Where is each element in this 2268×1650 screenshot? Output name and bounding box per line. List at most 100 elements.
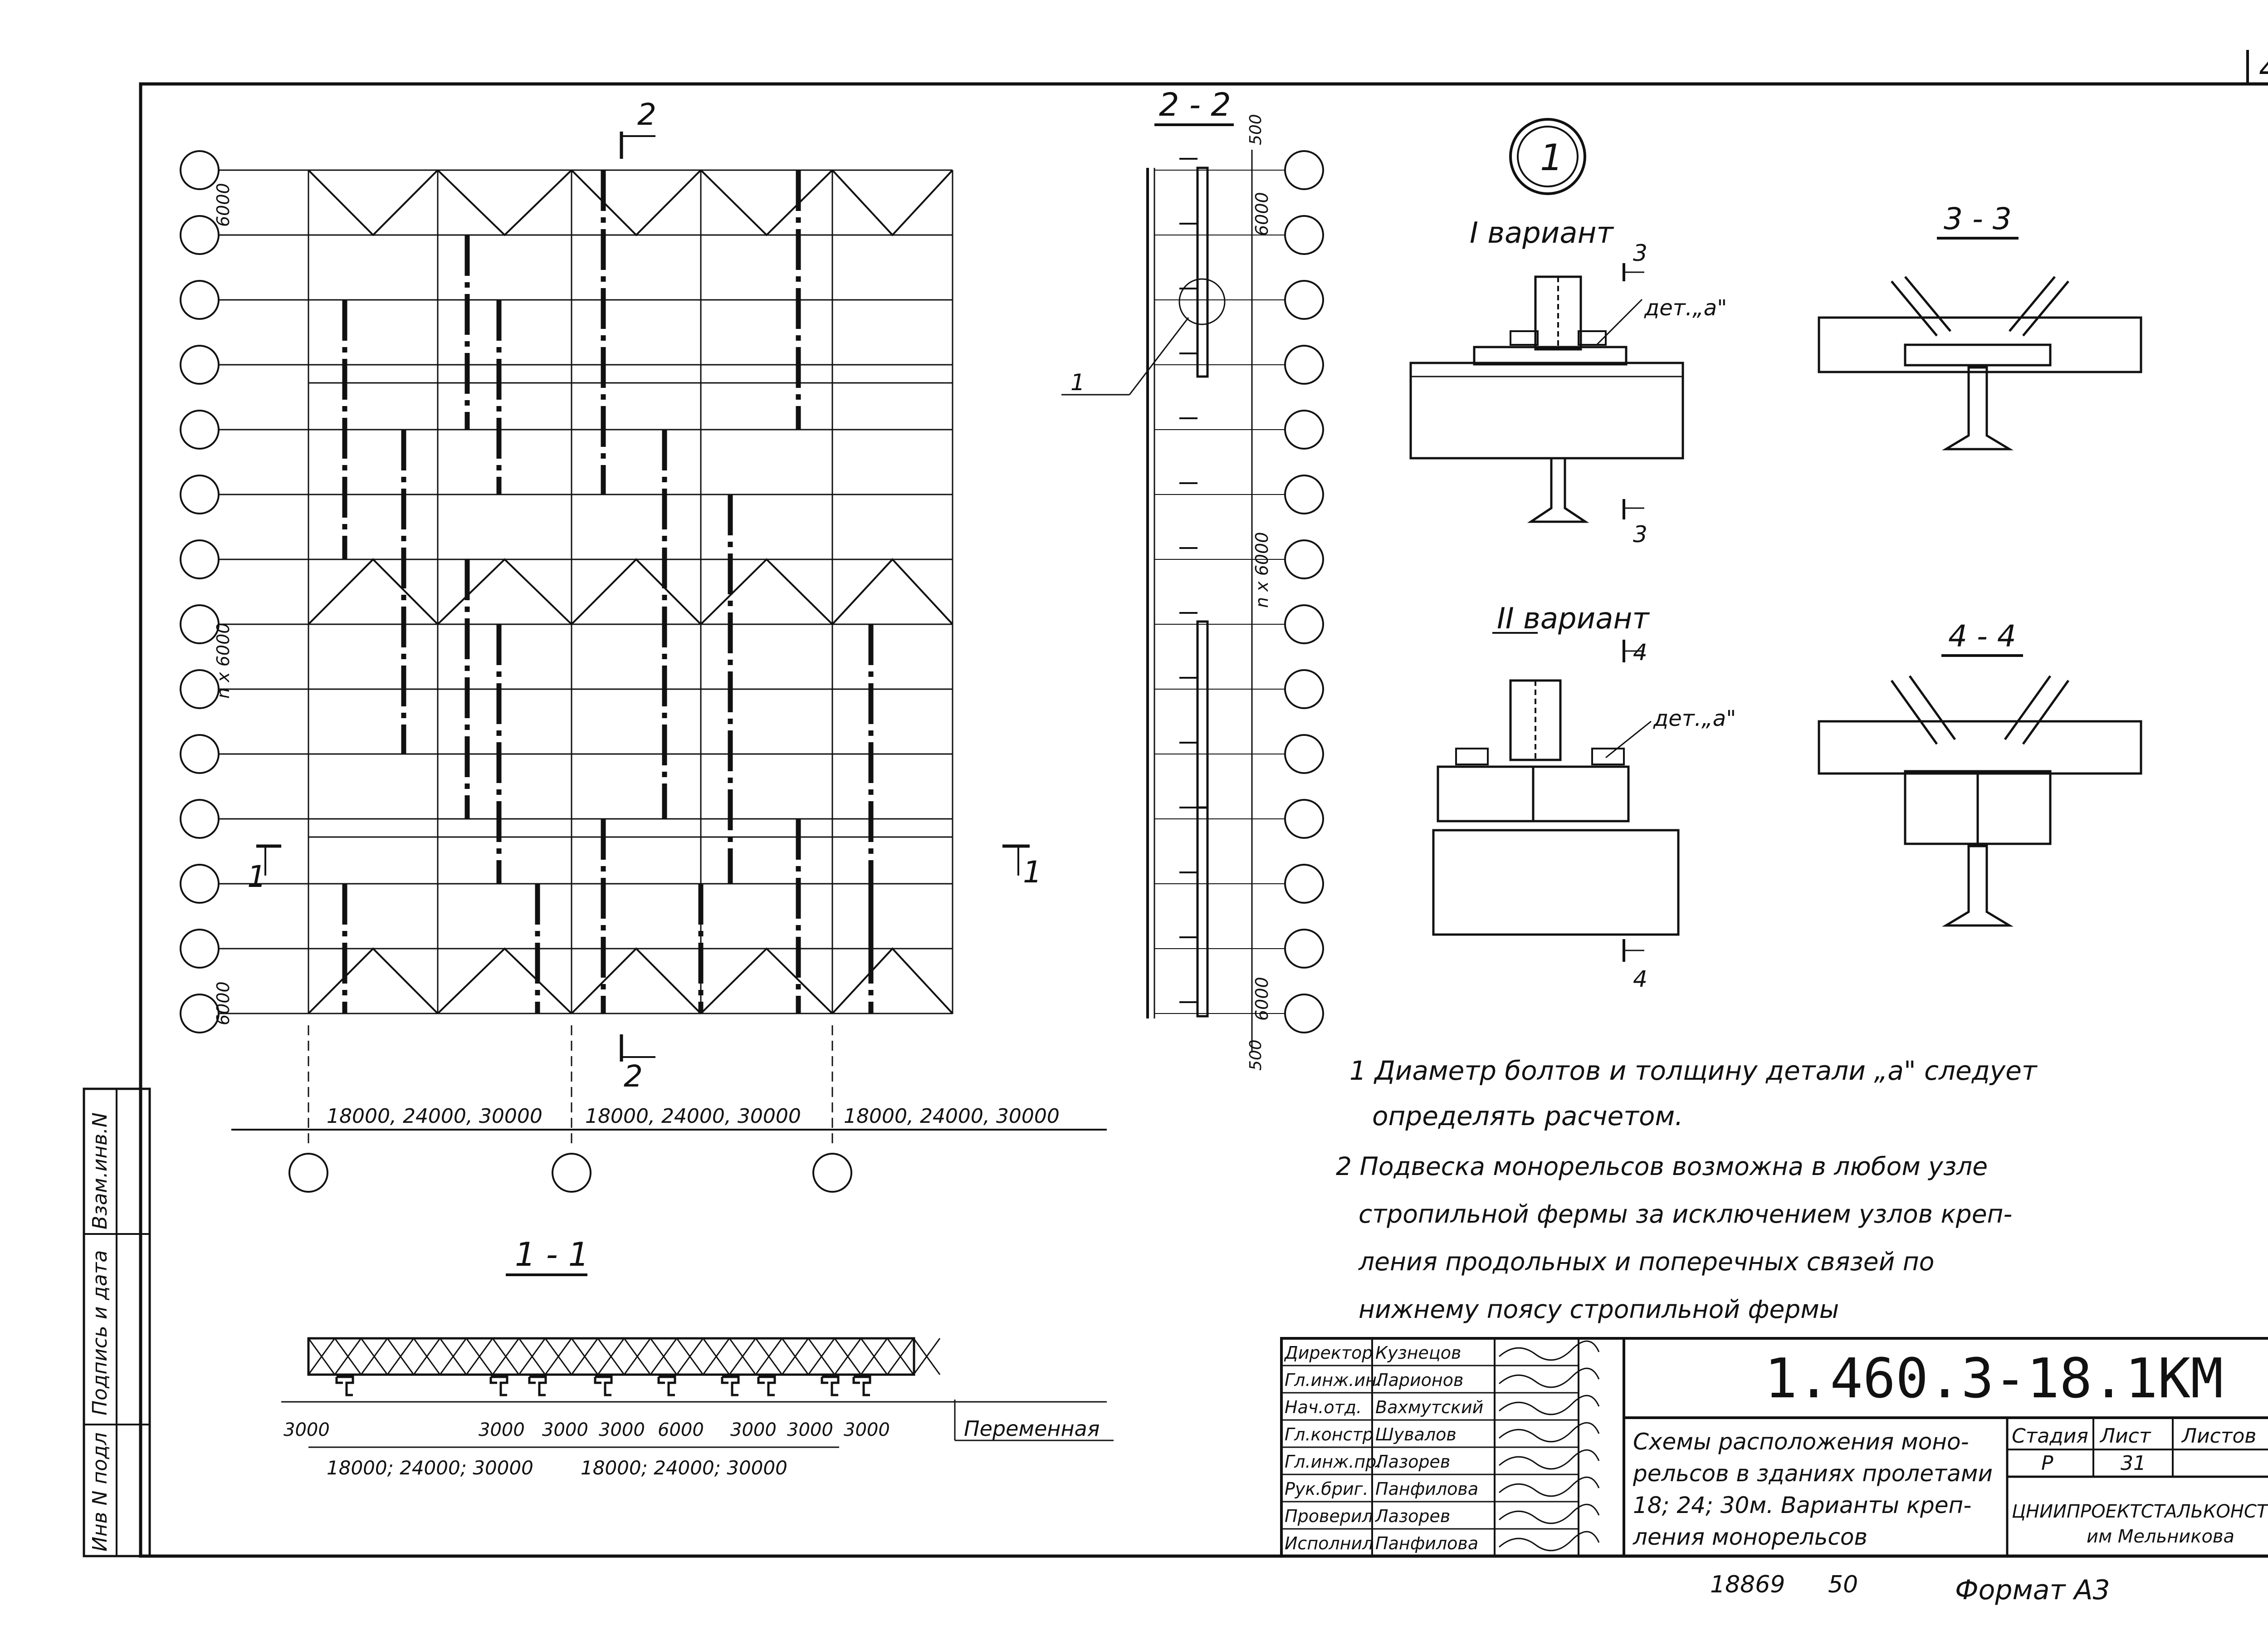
format-label: Формат А3 — [1955, 1574, 2110, 1606]
plan-bracing — [831, 169, 953, 236]
axis-markers-right — [1154, 150, 1324, 1033]
stage-value: Р — [2041, 1452, 2053, 1475]
side-stamp-replace: Взам.инв.N — [88, 1112, 112, 1229]
plan-bracing — [831, 558, 953, 625]
sec11-monorail — [489, 1376, 508, 1396]
detail-node-1: 1 I вариант дет.„а" 3 3 3 - 3 II вариант — [1409, 118, 2142, 992]
sec22-dim-6000-top: 6000 — [1252, 192, 1272, 236]
axis-circle-left — [180, 864, 220, 904]
section-3-3-title: 3 - 3 — [1944, 201, 2012, 236]
truss-diagonal — [728, 1338, 757, 1375]
detail-node-mark: 1 — [1540, 137, 1563, 179]
sec11-dim-3000-c: 3000 — [542, 1420, 588, 1440]
plan-top-dim: 6000 — [213, 183, 233, 227]
side-stamp-signature: Подпись и дата — [88, 1250, 112, 1415]
signature-role: Исполнил — [1285, 1533, 1374, 1553]
axis-circle-left — [180, 410, 220, 450]
truss-diagonal — [886, 1338, 914, 1375]
roof-plan: 6000 n x 6000 6000 2 2 1 1 18000, 24000,… — [180, 97, 1107, 1193]
section-4-4-title: 4 - 4 — [1948, 619, 2016, 654]
truss-diagonal — [702, 1338, 730, 1375]
signature-role: Нач.отд. — [1285, 1397, 1362, 1417]
sec11-dim-6000: 6000 — [658, 1420, 704, 1440]
signature-name: Панфилова — [1375, 1479, 1478, 1499]
axis-circle-right — [1284, 669, 1324, 709]
plan-bracing — [700, 947, 833, 1014]
sheet-value: 31 — [2121, 1452, 2146, 1475]
sec11-monorail — [721, 1376, 740, 1396]
axis-circle-right — [1284, 410, 1324, 450]
signature-scribble — [1499, 1340, 1600, 1361]
section-2-2: 2 - 2 500 6000 n x 6000 6000 500 1 — [1061, 86, 1324, 1071]
plan-cut-2-bottom: 2 — [624, 1059, 643, 1094]
truss-diagonal — [386, 1338, 415, 1375]
stage-header: Стадия — [2012, 1425, 2088, 1448]
cut-4-bottom: 4 — [1633, 966, 1647, 992]
truss-diagonal — [413, 1338, 441, 1375]
note-line-6: нижнему поясу стропильной фермы — [1359, 1295, 1839, 1324]
axis-circle-left — [180, 345, 220, 385]
signature-role: Гл.инж.пр. — [1285, 1452, 1382, 1472]
truss-diagonal — [676, 1338, 704, 1375]
signature-scribble — [1499, 1422, 1600, 1443]
truss-diagonal — [755, 1338, 783, 1375]
sec11-monorail — [757, 1376, 776, 1396]
plan-bracing — [308, 558, 439, 625]
signature-name: Лазорев — [1374, 1452, 1450, 1472]
signature-name: Ларионов — [1374, 1370, 1463, 1390]
plan-bracing — [308, 169, 439, 236]
axis-circle-left — [180, 799, 220, 839]
section-1-1: 1 - 1 3000 3000 3000 3000 6000 3000 3000… — [281, 1235, 1114, 1479]
truss-diagonal — [781, 1338, 809, 1375]
plan-bottom-dim: 6000 — [213, 981, 233, 1025]
signature-name: Лазорев — [1374, 1506, 1450, 1526]
signature-role: Гл.инж.ин. — [1285, 1370, 1382, 1390]
plan-mid-dim: n x 6000 — [213, 623, 233, 699]
sec11-span-2: 18000; 24000; 30000 — [581, 1457, 787, 1479]
axis-circle-left — [180, 475, 220, 514]
truss-diagonal — [623, 1338, 651, 1375]
notes: 1 Диаметр болтов и толщину детали „а" сл… — [1336, 1055, 2038, 1324]
signature-name: Шувалов — [1375, 1425, 1457, 1444]
truss-diagonal — [834, 1338, 862, 1375]
axis-circle-right — [1284, 734, 1324, 774]
variant-2-label: II вариант — [1497, 602, 1650, 636]
signature-role: Гл.констр — [1285, 1425, 1374, 1444]
sec11-monorail — [852, 1376, 871, 1396]
axis-circle-right — [1284, 994, 1324, 1033]
bottom-number: 18869 — [1710, 1571, 1785, 1598]
plan-bracing — [571, 169, 702, 236]
truss-diagonal — [334, 1338, 362, 1375]
side-stamp: Инв N подл Подпись и дата Взам.инв.N — [83, 1087, 151, 1557]
truss-diagonal — [860, 1338, 888, 1375]
note-line-2: определять расчетом. — [1372, 1101, 1683, 1131]
doc-code: 1.460.3-18.1КМ — [1765, 1347, 2223, 1410]
sec22-dim-n6000: n x 6000 — [1252, 532, 1272, 608]
axis-circle-right — [1284, 604, 1324, 644]
title-line-3: 18; 24; 30м. Варианты креп- — [1633, 1492, 1971, 1518]
truss-diagonal — [807, 1338, 836, 1375]
truss-diagonal — [597, 1338, 625, 1375]
note-line-4: стропильной фермы за исключением узлов к… — [1359, 1200, 2012, 1229]
sec22-callout: 1 — [1070, 369, 1085, 396]
axis-circle-right — [1284, 345, 1324, 385]
truss-diagonal — [492, 1338, 520, 1375]
org-name: ЦНИИПРОЕКТСТАЛЬКОНСТРУКЦИЯ — [2012, 1501, 2268, 1522]
axis-circle-right — [1284, 280, 1324, 320]
truss-diagonal — [465, 1338, 494, 1375]
sec11-monorail — [657, 1376, 676, 1396]
title-line-1: Схемы расположения моно- — [1633, 1429, 1969, 1455]
title-line-2: рельсов в зданиях пролетами — [1633, 1460, 1993, 1487]
truss-diagonal — [360, 1338, 388, 1375]
signature-scribble — [1499, 1476, 1600, 1497]
plan-bracing — [571, 947, 702, 1014]
note-line-5: ления продольных и поперечных связей по — [1358, 1247, 1934, 1276]
signature-role: Проверил — [1285, 1506, 1373, 1526]
truss-diagonal — [518, 1338, 546, 1375]
plan-bracing — [700, 169, 833, 236]
plan-bracing — [700, 558, 833, 625]
plan-bracing — [437, 947, 572, 1014]
plan-span-dim-2: 18000, 24000, 30000 — [585, 1105, 801, 1128]
sec11-dim-3000-g: 3000 — [844, 1420, 890, 1440]
